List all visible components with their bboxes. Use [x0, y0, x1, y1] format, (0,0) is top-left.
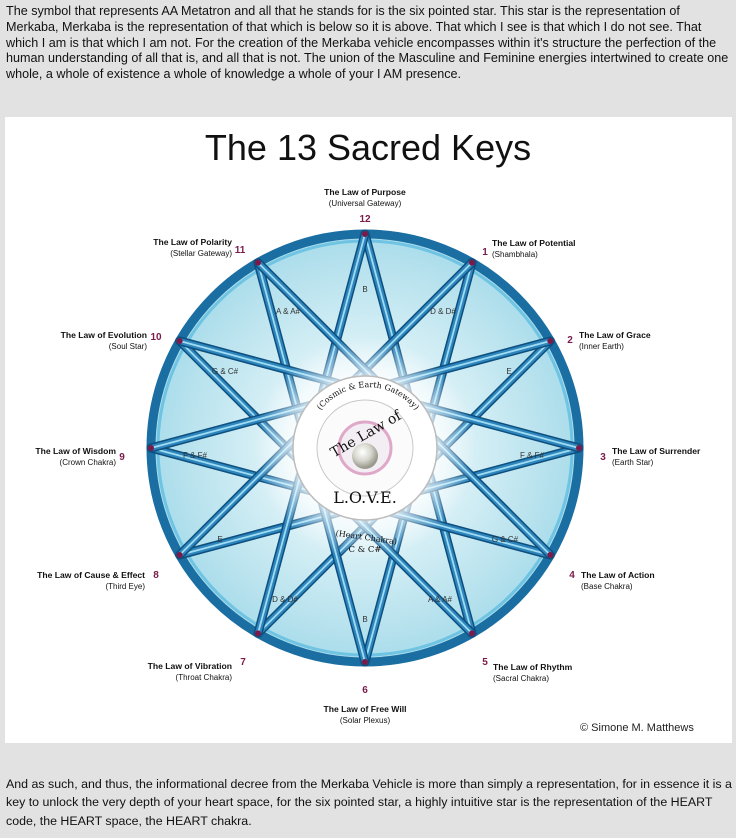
key-number: 2	[567, 335, 573, 346]
key-law-label: The Law of Free Will	[323, 704, 406, 714]
key-law-label: The Law of Polarity	[153, 237, 232, 247]
vertex-dot	[362, 659, 368, 665]
vertex-dot	[255, 630, 261, 637]
key-law-label: The Law of Wisdom	[35, 446, 116, 456]
key-number: 5	[482, 657, 488, 668]
key-number: 11	[235, 245, 246, 256]
note-label: D & D#	[430, 307, 456, 316]
key-subtitle: (Earth Star)	[612, 458, 654, 467]
key-law-label: The Law of Grace	[579, 330, 651, 340]
key-number: 12	[359, 214, 371, 225]
intro-paragraph: The symbol that represents AA Metatron a…	[6, 4, 729, 82]
note-label: G & C#	[212, 367, 239, 376]
diagram-title: The 13 Sacred Keys	[204, 127, 532, 168]
note-label: A & A#	[428, 595, 453, 604]
note-label: G & C#	[492, 535, 519, 544]
key-number: 6	[362, 685, 368, 696]
key-law-label: The Law of Rhythm	[493, 662, 573, 672]
key-law-label: The Law of Surrender	[612, 446, 701, 456]
key-subtitle: (Solar Plexus)	[340, 716, 391, 725]
note-label: E	[506, 367, 511, 376]
key-subtitle: (Shambhala)	[492, 250, 538, 259]
note-label: A & A#	[276, 307, 301, 316]
vertex-dot	[176, 552, 183, 558]
key-number: 9	[119, 452, 125, 463]
note-label: B	[362, 285, 367, 294]
copyright-credit: © Simone M. Matthews	[580, 722, 694, 734]
vertex-dot	[176, 338, 183, 344]
note-labels: B D & D# E F & F# G & C# A & A# B D & D# E F & F#…	[183, 285, 545, 624]
key-law-label: The Law of Evolution	[61, 330, 147, 340]
key-subtitle: (Soul Star)	[109, 342, 148, 351]
key-number: 10	[150, 332, 162, 343]
key-number: 1	[482, 247, 488, 258]
note-label: F & F#	[520, 451, 545, 460]
key-subtitle: (Crown Chakra)	[60, 458, 117, 467]
vertex-dot	[362, 231, 368, 237]
center-love-text: L.O.V.E.	[333, 488, 397, 507]
vertex-dot	[547, 552, 554, 558]
key-subtitle: (Inner Earth)	[579, 342, 624, 351]
vertex-dot	[469, 630, 475, 637]
center-note-text: C & C#	[348, 545, 381, 555]
key-subtitle: (Third Eye)	[105, 582, 145, 591]
key-law-label: The Law of Cause & Effect	[37, 570, 145, 580]
key-law-label: The Law of Action	[581, 570, 655, 580]
vertex-dot	[255, 259, 261, 266]
note-label: D & D#	[272, 595, 298, 604]
key-subtitle: (Base Chakra)	[581, 582, 633, 591]
note-label: F & F#	[183, 451, 208, 460]
key-number: 4	[569, 570, 575, 581]
vertex-dot	[576, 445, 582, 451]
outro-paragraph: And as such, and thus, the informational…	[6, 777, 732, 828]
key-number: 8	[153, 570, 159, 581]
note-label: B	[362, 615, 367, 624]
key-law-label: The Law of Potential	[492, 238, 576, 248]
key-law-label: The Law of Purpose	[324, 187, 406, 197]
key-subtitle: (Universal Gateway)	[329, 199, 402, 208]
key-subtitle: (Sacral Chakra)	[493, 674, 549, 683]
key-subtitle: (Throat Chakra)	[176, 673, 233, 682]
key-number: 7	[240, 657, 246, 668]
vertex-dot	[148, 445, 154, 451]
vertex-dot	[469, 259, 475, 266]
key-subtitle: (Stellar Gateway)	[170, 249, 232, 258]
center-glow	[255, 338, 475, 558]
key-law-label: The Law of Vibration	[148, 661, 232, 671]
note-label: E	[217, 535, 222, 544]
vertex-dot	[547, 338, 554, 344]
pearl-icon	[352, 443, 378, 469]
key-number: 3	[600, 452, 606, 463]
